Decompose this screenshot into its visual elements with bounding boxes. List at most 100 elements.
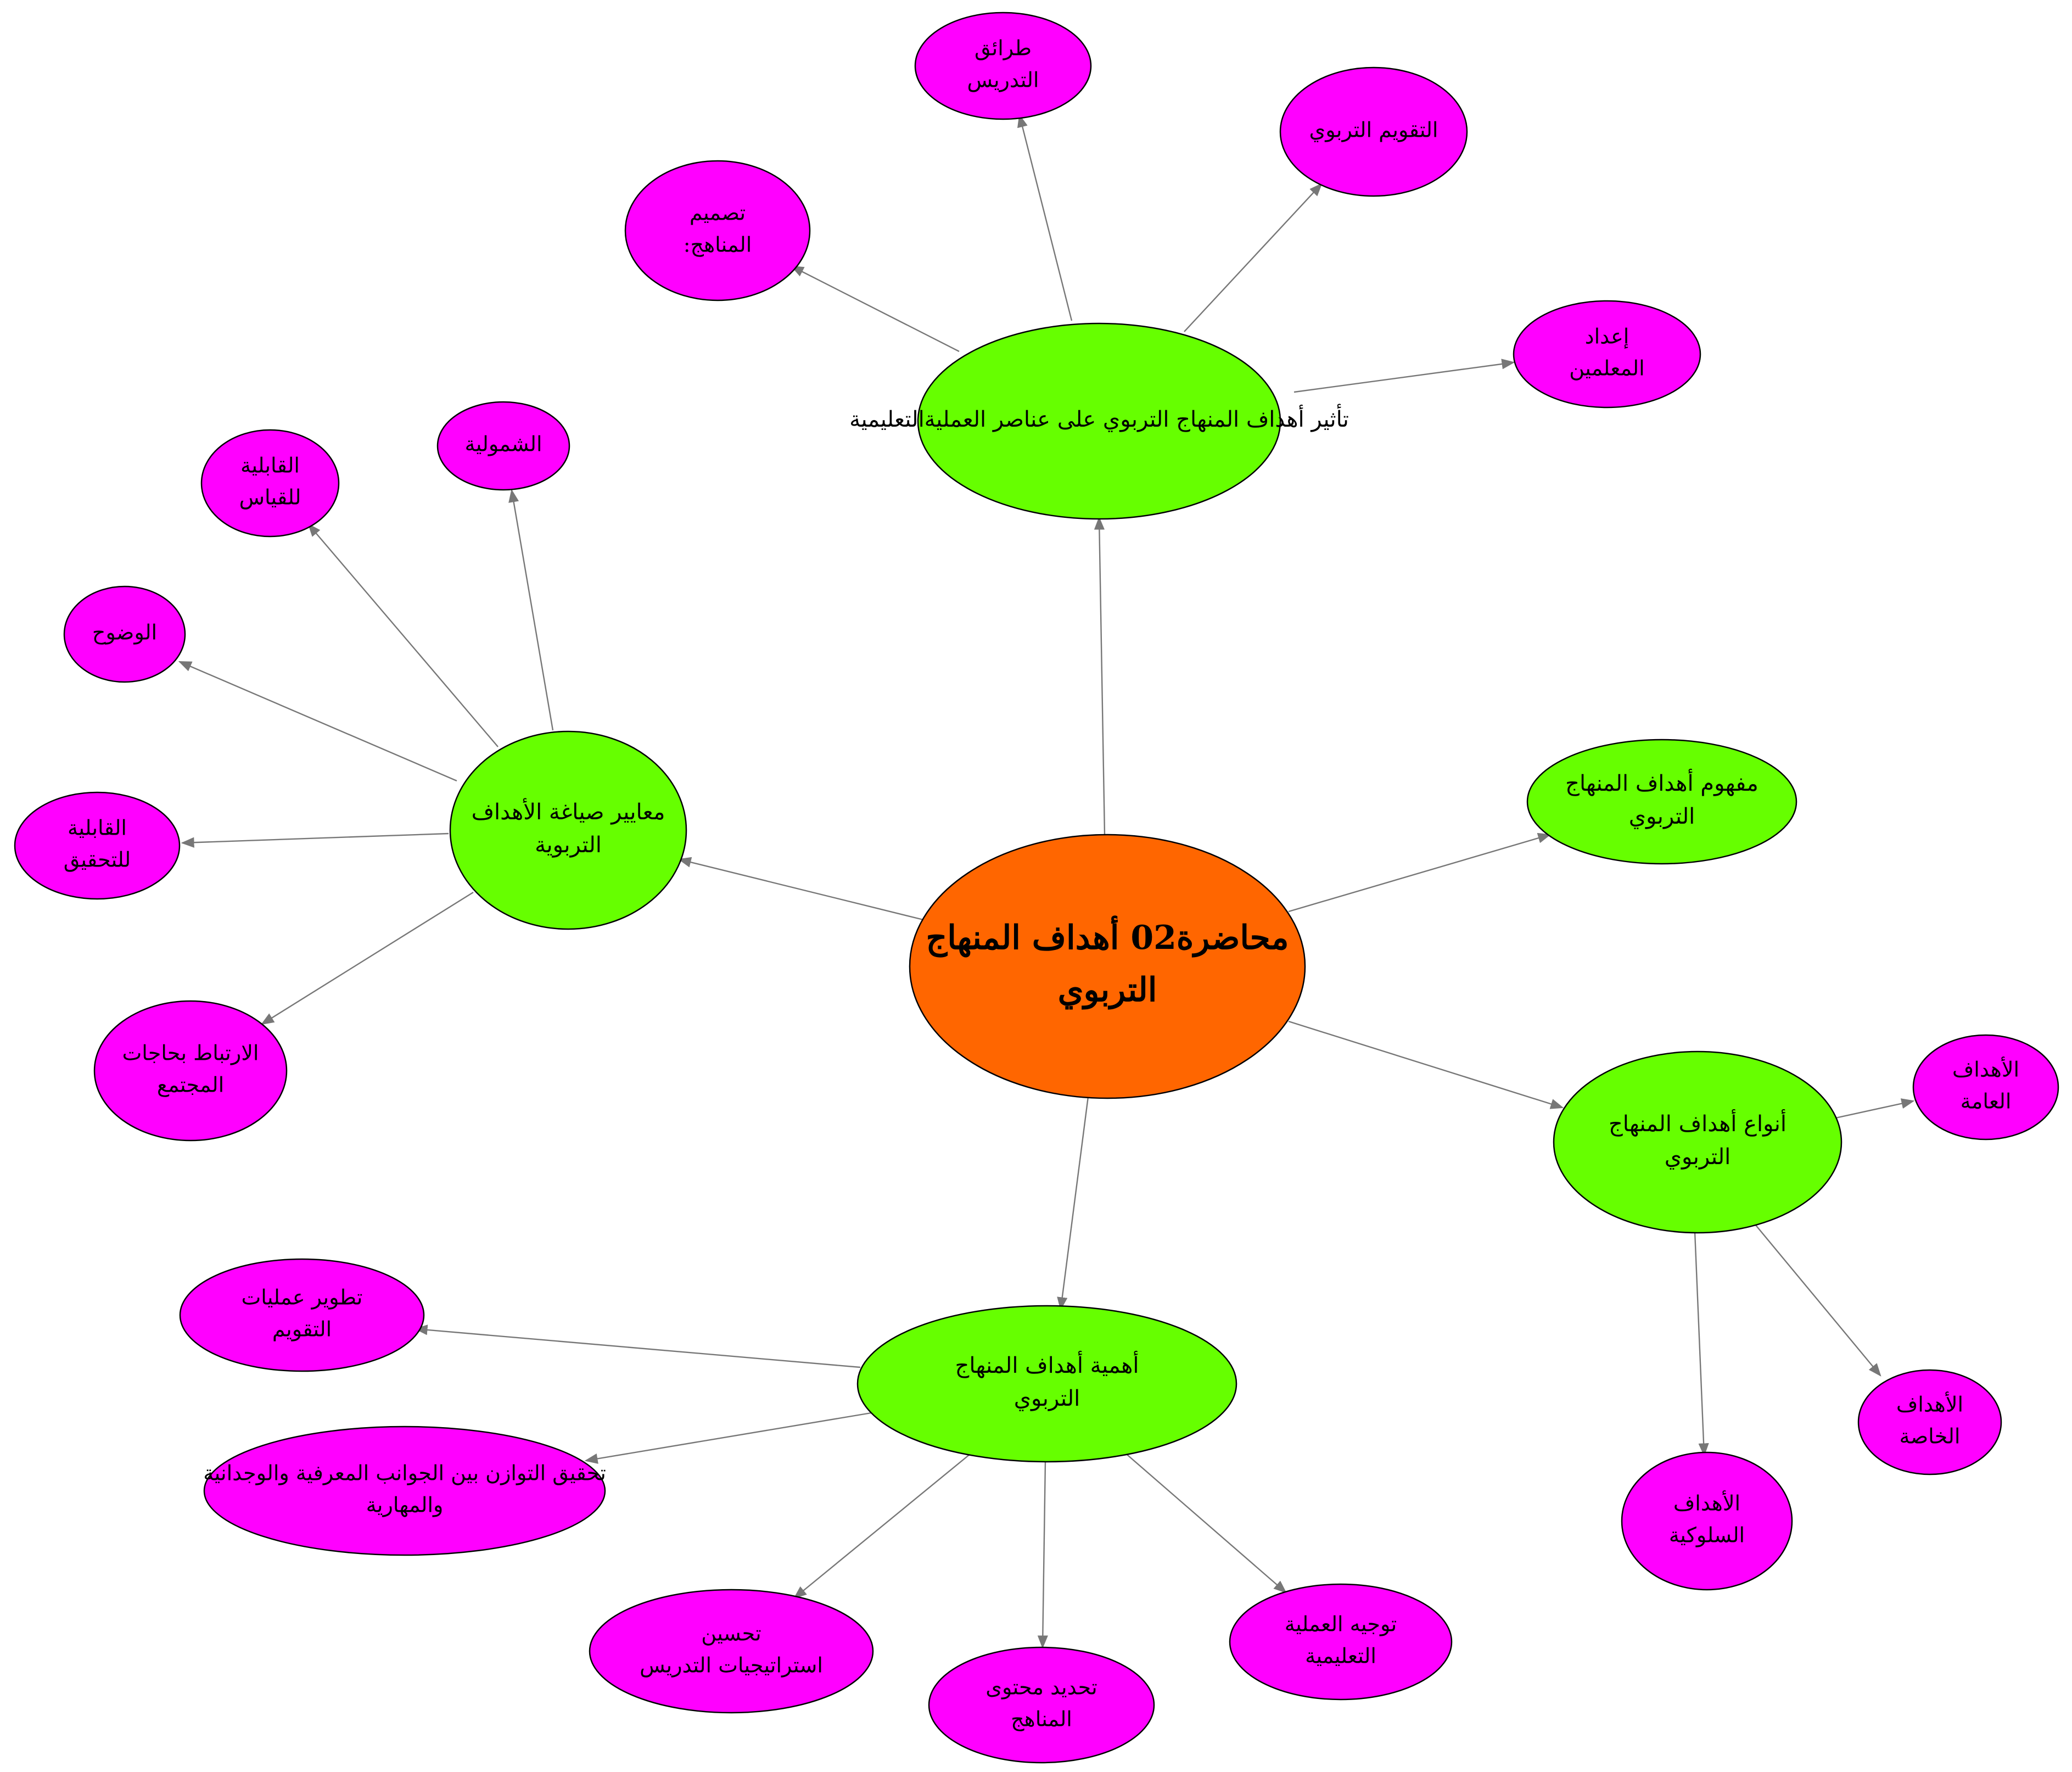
leaf-evaluation-node[interactable]: التقويم التربوي bbox=[1279, 66, 1468, 197]
node-label-line: تحقيق التوازن بين الجوانب المعرفية والوج… bbox=[203, 1461, 606, 1486]
node-label-line: التربوية bbox=[535, 832, 602, 858]
leaf-community-needs-label: الارتباط بحاجات المجتمع bbox=[122, 1041, 259, 1098]
edge-criteria-community bbox=[260, 891, 474, 1025]
node-label-line: للتحقيق bbox=[64, 848, 131, 873]
leaf-improve-strategies-shape bbox=[589, 1589, 874, 1714]
branch-influence-node[interactable]: تأثير أهداف المنهاج التربوي على عناصر ال… bbox=[849, 322, 1349, 520]
node-label-line: محاضرة02 أهداف المنهاج bbox=[926, 915, 1289, 958]
leaf-balance-shape bbox=[203, 1426, 606, 1556]
node-label-line: طرائق bbox=[975, 36, 1032, 61]
node-label-line: المجتمع bbox=[157, 1073, 224, 1098]
edges bbox=[178, 114, 1915, 1649]
leaf-community-needs-node[interactable]: الارتباط بحاجات المجتمع bbox=[93, 1000, 288, 1142]
node-label-line: العامة bbox=[1961, 1089, 2012, 1114]
node-label-line: أهمية أهداف المنهاج bbox=[955, 1350, 1139, 1378]
branch-types-shape bbox=[1553, 1050, 1843, 1234]
node-label-line: المعلمين bbox=[1569, 356, 1644, 381]
leaf-clarity-shape bbox=[63, 585, 186, 683]
node-label-line: تحديد محتوى bbox=[985, 1675, 1097, 1700]
leaf-measurability-shape bbox=[200, 429, 340, 538]
branch-types-node[interactable]: أنواع أهداف المنهاج التربوي bbox=[1553, 1050, 1843, 1234]
edge-importance-balance bbox=[584, 1412, 872, 1464]
node-label-line: الأهداف bbox=[1896, 1391, 1963, 1417]
edge-importance-guide-process bbox=[1123, 1451, 1287, 1594]
edge-influence-teacher-prep bbox=[1293, 359, 1515, 393]
node-label-line: تصميم bbox=[690, 201, 746, 226]
leaf-balance-node[interactable]: تحقيق التوازن بين الجوانب المعرفية والوج… bbox=[203, 1426, 606, 1556]
edge-center-criteria bbox=[677, 857, 924, 921]
leaf-clarity-node[interactable]: الوضوح bbox=[63, 585, 186, 683]
node-label-line: أنواع أهداف المنهاج bbox=[1609, 1109, 1787, 1137]
branch-criteria-shape bbox=[449, 730, 687, 930]
node-label-line: المناهج bbox=[1011, 1707, 1072, 1732]
leaf-curriculum-design-shape bbox=[624, 160, 811, 301]
branch-types-label: أنواع أهداف المنهاج التربوي bbox=[1609, 1109, 1787, 1170]
node-label-line: القابلية bbox=[68, 816, 127, 840]
node-label-line: والمهارية bbox=[366, 1493, 444, 1518]
branch-importance-shape bbox=[856, 1305, 1237, 1463]
leaf-curriculum-design-node[interactable]: تصميم المناهج: bbox=[624, 160, 811, 301]
leaf-evaluation-shape bbox=[1279, 66, 1468, 197]
leaf-achievability-node[interactable]: القابلية للتحقيق bbox=[14, 791, 181, 900]
node-label-line: التربوي bbox=[1665, 1144, 1731, 1170]
edge-types-general bbox=[1830, 1098, 1915, 1120]
leaf-content-node[interactable]: تحديد محتوى المناهج bbox=[928, 1646, 1155, 1764]
leaf-community-needs-shape bbox=[93, 1000, 288, 1142]
edge-center-importance bbox=[1057, 1096, 1089, 1311]
center-node-shape bbox=[909, 834, 1306, 1099]
node-label-line: مفهوم أهداف المنهاج bbox=[1565, 768, 1759, 796]
edge-types-specific bbox=[1755, 1224, 1881, 1377]
edge-influence-evaluation bbox=[1184, 183, 1323, 332]
node-label-line: الوضوح bbox=[92, 621, 157, 645]
leaf-teacher-prep-shape bbox=[1513, 300, 1701, 409]
node-label-line: تطوير عمليات bbox=[241, 1285, 362, 1310]
leaf-develop-evaluation-label: تطوير عمليات التقويم bbox=[241, 1285, 362, 1342]
leaf-comprehensiveness-shape bbox=[436, 401, 570, 491]
leaf-achievability-shape bbox=[14, 791, 181, 900]
leaf-specific-goals-shape bbox=[1857, 1369, 2002, 1475]
node-label-line: السلوكية bbox=[1669, 1523, 1745, 1548]
node-label-line: توجيه العملية bbox=[1285, 1612, 1397, 1637]
leaf-develop-evaluation-node[interactable]: تطوير عمليات التقويم bbox=[179, 1258, 425, 1372]
edge-center-influence bbox=[1094, 516, 1106, 835]
node-label-line: الشمولية bbox=[464, 432, 542, 457]
node-label-line: الارتباط بحاجات bbox=[122, 1041, 259, 1066]
leaf-comprehensiveness-label: الشمولية bbox=[464, 432, 542, 457]
leaf-behavioral-goals-shape bbox=[1621, 1451, 1793, 1591]
edge-center-types bbox=[1288, 1020, 1564, 1109]
node-label-line: التقويم bbox=[272, 1317, 332, 1342]
edge-importance-develop-evaluation bbox=[414, 1324, 861, 1368]
edge-center-concept bbox=[1288, 832, 1552, 913]
leaf-general-goals-shape bbox=[1912, 1034, 2059, 1141]
leaf-achievability-label: القابلية للتحقيق bbox=[64, 816, 131, 873]
leaf-guide-process-shape bbox=[1229, 1583, 1453, 1701]
branch-influence-label: تأثير أهداف المنهاج التربوي على عناصر ال… bbox=[849, 404, 1349, 432]
edge-importance-content bbox=[1037, 1460, 1048, 1649]
node-label-line: تحسين bbox=[701, 1622, 761, 1646]
node-label-line: المناهج: bbox=[684, 233, 752, 258]
edge-types-behavioral bbox=[1694, 1231, 1709, 1457]
leaf-comprehensiveness-node[interactable]: الشمولية bbox=[436, 401, 570, 491]
edge-criteria-clarity bbox=[178, 661, 457, 782]
leaf-content-label: تحديد محتوى المناهج bbox=[985, 1675, 1097, 1732]
